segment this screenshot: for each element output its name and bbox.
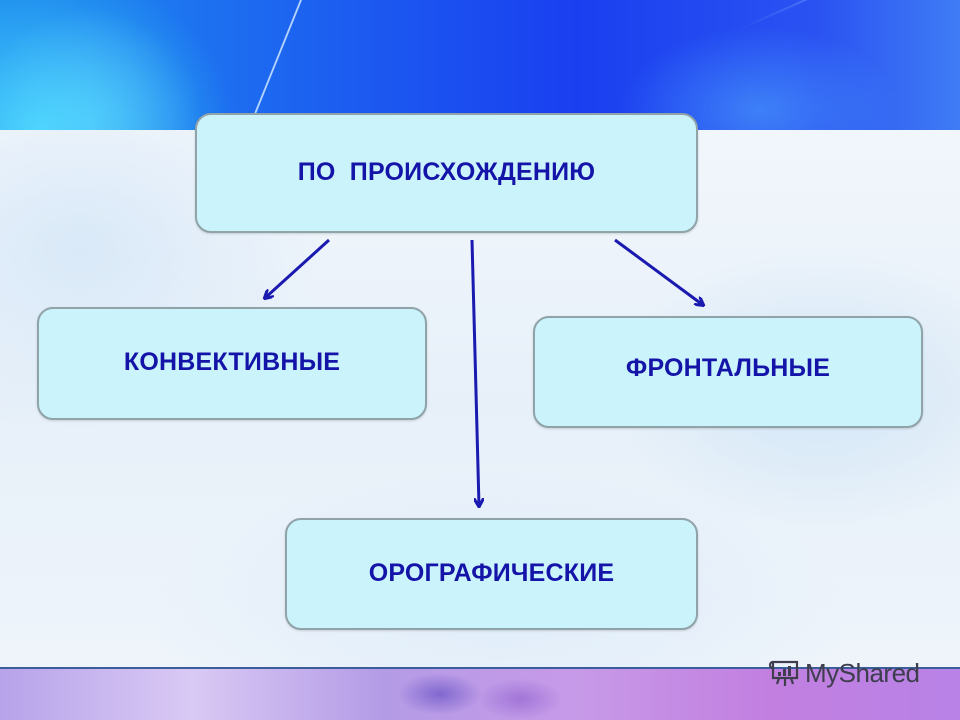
- node-label: ОРОГРАФИЧЕСКИЕ: [368, 558, 615, 587]
- presentation-board-icon: [768, 660, 799, 686]
- node-convective: КОНВЕКТИВНЫЕ: [37, 307, 427, 420]
- footer-divider: [0, 667, 960, 669]
- light-streak: [739, 0, 942, 30]
- node-label: КОНВЕКТИВНЫЕ: [123, 348, 341, 376]
- root-node-by-origin: ПО ПРОИСХОЖДЕНИЮ: [195, 113, 698, 233]
- node-frontal: ФРОНТАЛЬНЫЕ: [533, 316, 923, 428]
- watermark-text: MyShared: [805, 657, 920, 688]
- node-orographic: ОРОГРАФИЧЕСКИЕ: [285, 518, 698, 630]
- root-node-label: ПО ПРОИСХОЖДЕНИЮ: [297, 157, 596, 186]
- watermark: MyShared: [767, 656, 920, 690]
- footer-background: [0, 669, 960, 720]
- header-background: [0, 0, 960, 135]
- node-label: ФРОНТАЛЬНЫЕ: [625, 353, 831, 382]
